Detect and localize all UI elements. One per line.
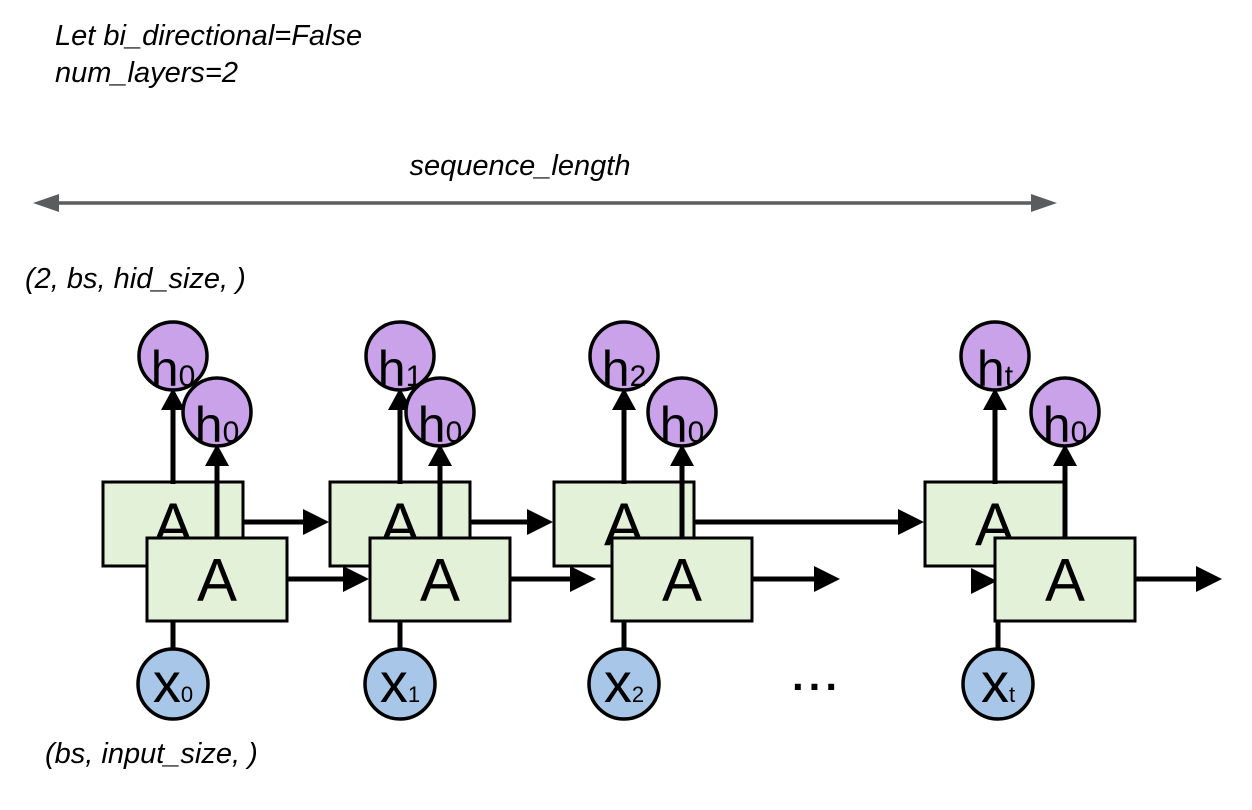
recurrent-arrow-layer1-2-head — [814, 566, 840, 592]
layer1-hidden-label-t0: h0 — [195, 397, 240, 453]
input-circle-t2 — [587, 647, 661, 721]
hidden-output-arrow-t0-head — [161, 388, 185, 410]
ellipsis: ... — [792, 652, 843, 699]
hidden-output-circle-t2 — [588, 320, 660, 392]
note-line-1: Let bi_directional=False — [55, 20, 363, 52]
layer1-hidden-label-t3-text: 0 — [1071, 416, 1088, 449]
input-label-t0-text: 0 — [181, 682, 193, 707]
layer1-hidden-label-t0-text: 0 — [223, 416, 240, 449]
recurrent-arrow-layer2-1-head — [527, 509, 553, 535]
rnn-cell-layer1-label-t2: A — [662, 547, 702, 614]
input-label-t0: x0 — [153, 651, 193, 714]
recurrent-arrow-layer1-incoming-head — [971, 568, 997, 594]
hidden-output-circle-t1 — [364, 320, 436, 392]
layer1-hidden-arrow-t0-head — [205, 444, 229, 466]
input-label-t3-text: x — [981, 651, 1009, 714]
hidden-output-label-t0-text: 0 — [179, 360, 196, 393]
hidden-output-circle-t0 — [137, 320, 209, 392]
rnn-cell-layer1-box-t1 — [368, 536, 512, 623]
hidden-output-arrow-t3-head — [983, 388, 1007, 410]
layer1-hidden-circle-t0 — [181, 376, 253, 448]
input-label-t2-text: x — [604, 651, 632, 714]
layer1-hidden-label-t2-text: 0 — [688, 416, 705, 449]
recurrent-arrow-layer1-0-head — [343, 566, 369, 592]
hidden-output-label-t3-text: h — [977, 341, 1005, 397]
hidden-output-label-t3-text: t — [1005, 360, 1014, 393]
layer1-hidden-label-t1-text: h — [418, 397, 446, 453]
rnn-cell-layer1-label-t0-text: A — [197, 547, 237, 614]
input-label-t0-text: x — [153, 651, 181, 714]
layer1-hidden-label-t0-text: h — [195, 397, 223, 453]
rnn-cell-layer1-label-t2-text: A — [662, 547, 702, 614]
recurrent-arrow-layer1-1-head — [570, 566, 596, 592]
rnn-cell-layer1-box-t0 — [145, 536, 289, 623]
rnn-cell-layer1-label-t1-text: A — [420, 547, 460, 614]
hidden-output-label-t3: ht — [977, 341, 1014, 397]
rnn-cell-layer1-label-t0: A — [197, 547, 237, 614]
layer1-hidden-label-t3-text: h — [1043, 397, 1071, 453]
hidden-output-circle-t3 — [959, 320, 1031, 392]
layer1-hidden-arrow-t2-head — [670, 444, 694, 466]
layer1-hidden-label-t1: h0 — [418, 397, 463, 453]
rnn-cell-layer1-label-t1: A — [420, 547, 460, 614]
input-label-t1-text: x — [380, 651, 408, 714]
input-label-t3: xt — [981, 651, 1015, 714]
note-line-2: num_layers=2 — [55, 57, 238, 89]
input-label-t1: x1 — [380, 651, 420, 714]
layer1-hidden-arrow-t1-head — [428, 444, 452, 466]
layer1-hidden-label-t3: h0 — [1043, 397, 1088, 453]
rnn-cell-layer1-box-t2 — [610, 536, 754, 623]
input-label-t2-text: 2 — [632, 682, 644, 707]
hidden-output-arrow-t2-head — [612, 388, 636, 410]
hidden-output-label-t0: h0 — [151, 341, 196, 397]
layer1-hidden-label-t2-text: h — [660, 397, 688, 453]
input-label-t1-text: 1 — [408, 682, 420, 707]
hidden-output-label-t1-text: h — [378, 341, 406, 397]
recurrent-arrow-layer1-3-head — [1196, 566, 1222, 592]
sequence-length-arrow-right-head — [1031, 194, 1057, 212]
hidden-shape-label: (2, bs, hid_size, ) — [25, 263, 246, 295]
hidden-output-label-t0-text: h — [151, 341, 179, 397]
input-shape-label: (bs, input_size, ) — [45, 738, 258, 770]
layer1-hidden-circle-t3 — [1029, 376, 1101, 448]
hidden-output-label-t2-text: h — [602, 341, 630, 397]
layer1-hidden-circle-t2 — [646, 376, 718, 448]
hidden-output-label-t1: h1 — [378, 341, 423, 397]
recurrent-arrow-layer2-2-head — [898, 509, 924, 535]
sequence-length-label: sequence_length — [409, 150, 631, 182]
rnn-cell-layer1-label-t3: A — [1045, 547, 1085, 614]
sequence-length-arrow-left-head — [33, 194, 59, 212]
layer1-hidden-label-t1-text: 0 — [446, 416, 463, 449]
layer1-hidden-label-t2: h0 — [660, 397, 705, 453]
layer1-hidden-circle-t1 — [404, 376, 476, 448]
input-circle-t0 — [136, 647, 210, 721]
input-circle-t1 — [363, 647, 437, 721]
hidden-output-label-t2-text: 2 — [630, 360, 647, 393]
input-circle-t3 — [961, 647, 1035, 721]
rnn-cell-layer1-label-t3-text: A — [1045, 547, 1085, 614]
input-label-t2: x2 — [604, 651, 644, 714]
recurrent-arrow-layer2-0-head — [303, 509, 329, 535]
layer1-hidden-arrow-t3-head — [1053, 444, 1077, 466]
input-label-t3-text: t — [1009, 682, 1015, 707]
hidden-output-label-t2: h2 — [602, 341, 647, 397]
